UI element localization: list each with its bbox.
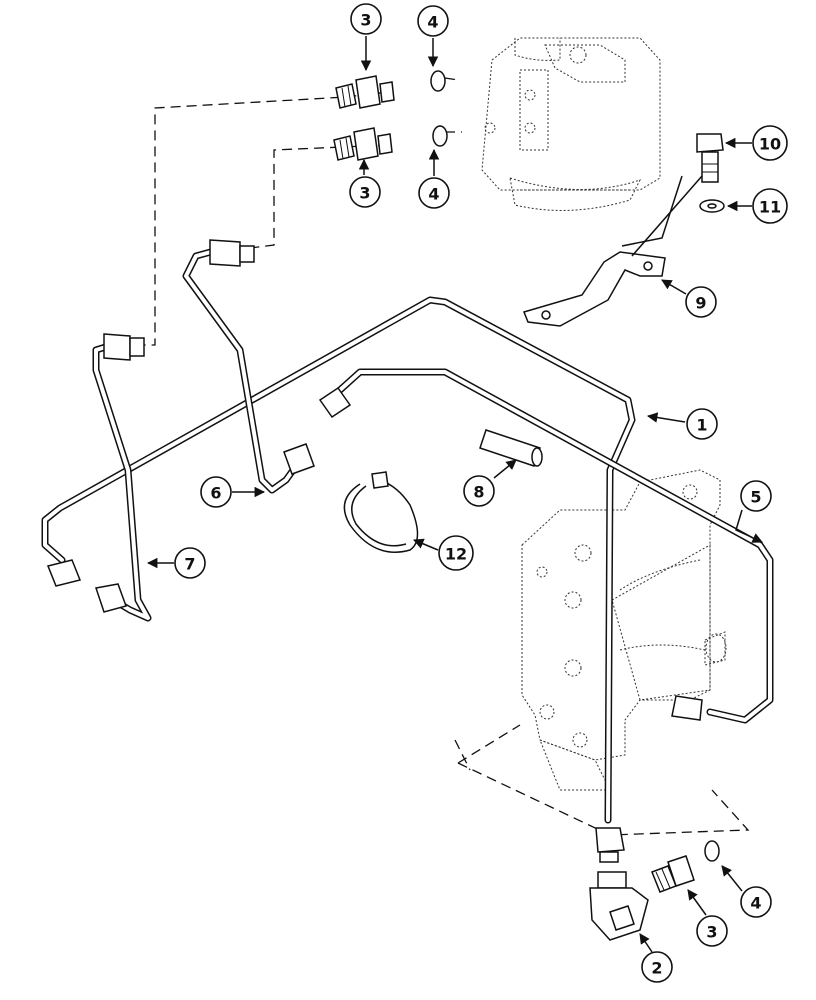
sleeve-8 <box>479 429 543 467</box>
callout-7-label: 7 <box>184 555 195 574</box>
callout-9: 9 <box>685 286 717 318</box>
callout-6-label: 6 <box>210 484 221 503</box>
seal-ring-4-top <box>430 70 446 92</box>
tube-1 <box>41 296 636 863</box>
callout-10: 10 <box>752 125 788 161</box>
callout-1-label: 1 <box>696 416 707 435</box>
washer-11 <box>699 199 725 213</box>
callout-4-top: 4 <box>417 5 449 37</box>
callout-4-mid: 4 <box>418 177 450 209</box>
callout-3-top: 3 <box>350 3 382 35</box>
callout-4-mid-label: 4 <box>428 185 439 204</box>
callout-3-bottom: 3 <box>696 915 728 947</box>
callout-8: 8 <box>463 475 495 507</box>
callout-3-bottom-label: 3 <box>706 923 717 942</box>
callout-5: 5 <box>740 480 772 512</box>
fitting-3-top <box>335 75 395 109</box>
tube-5 <box>318 368 774 724</box>
bracket-9 <box>522 175 703 327</box>
fitting-3-bottom <box>651 855 695 893</box>
bolt-10 <box>696 133 724 183</box>
callout-3-mid-label: 3 <box>359 184 370 203</box>
callout-9-label: 9 <box>695 294 706 313</box>
seal-ring-4-bottom <box>704 840 720 862</box>
clamp-12 <box>343 471 419 553</box>
fitting-3-mid <box>333 127 393 161</box>
phantom-lines <box>132 77 750 836</box>
callout-11: 11 <box>752 188 788 224</box>
tube-7 <box>46 333 152 622</box>
callout-11-label: 11 <box>759 198 781 217</box>
callout-12: 12 <box>438 535 474 571</box>
elbow-fitting-2 <box>589 871 649 941</box>
leader-arrows <box>146 36 763 953</box>
callout-10-label: 10 <box>759 135 781 154</box>
callout-4-bottom: 4 <box>740 886 772 918</box>
callout-8-label: 8 <box>473 483 484 502</box>
callout-2: 2 <box>641 951 673 983</box>
callout-12-label: 12 <box>445 545 467 564</box>
callout-2-label: 2 <box>651 959 662 978</box>
callout-4-bottom-label: 4 <box>750 894 761 913</box>
callout-5-label: 5 <box>750 488 761 507</box>
callout-3-mid: 3 <box>349 176 381 208</box>
callout-7: 7 <box>174 547 206 579</box>
callout-3-top-label: 3 <box>360 11 371 30</box>
tube-6 <box>182 239 315 494</box>
seal-ring-4-mid <box>432 125 448 147</box>
pump-unit <box>521 469 727 791</box>
callout-4-top-label: 4 <box>427 13 438 32</box>
steering-motor-unit <box>481 37 661 211</box>
callout-1: 1 <box>686 408 718 440</box>
callout-6: 6 <box>200 476 232 508</box>
